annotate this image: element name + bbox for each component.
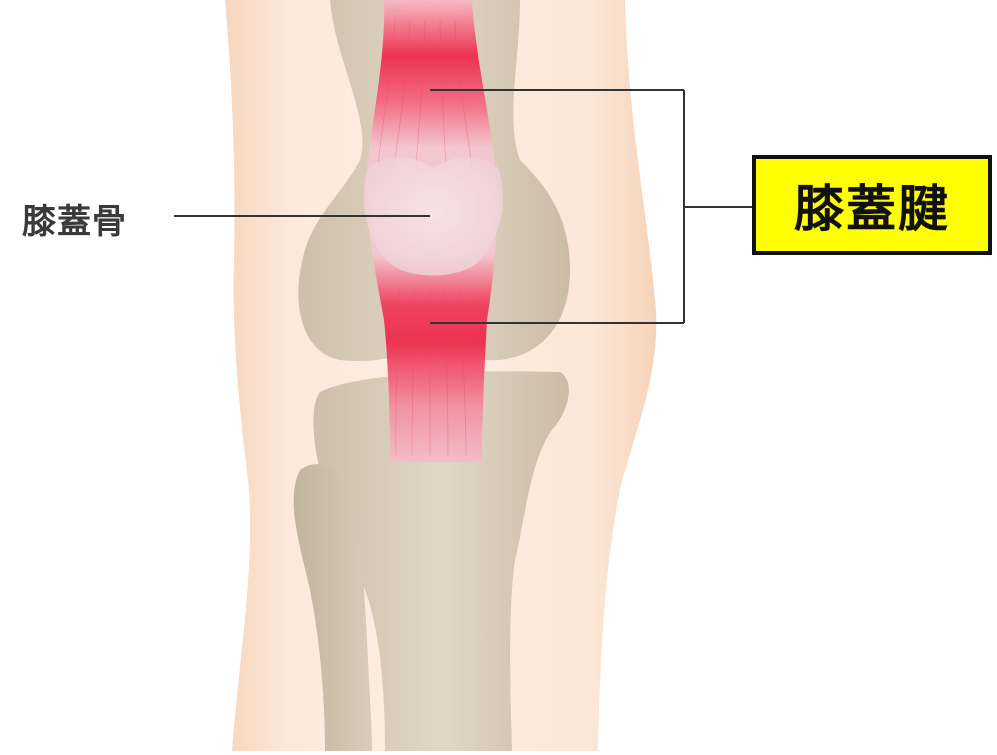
patellar-tendon-label-box: 膝蓋腱: [752, 155, 992, 255]
patella-label: 膝蓋骨: [22, 194, 127, 243]
patellar-tendon-label: 膝蓋腱: [794, 169, 950, 241]
